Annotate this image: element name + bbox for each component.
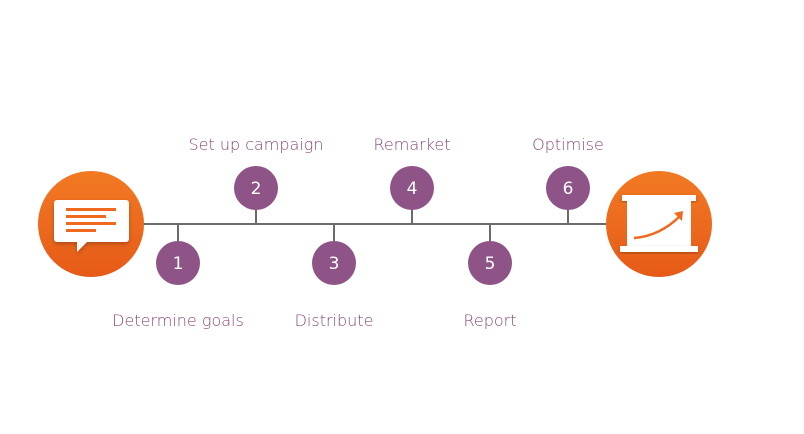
step-number: 2 bbox=[251, 179, 262, 199]
step-circle bbox=[156, 241, 200, 285]
step-number: 6 bbox=[563, 179, 574, 199]
presentation-growth-chart-icon bbox=[620, 195, 698, 252]
step-label: Remarket bbox=[373, 135, 450, 154]
step-circle bbox=[312, 241, 356, 285]
step-circle bbox=[468, 241, 512, 285]
timeline-step-4: 4 Remarket bbox=[373, 135, 451, 224]
step-circle bbox=[546, 166, 590, 210]
chat-message-icon bbox=[54, 200, 129, 252]
step-number: 1 bbox=[173, 254, 184, 274]
step-circle bbox=[234, 166, 278, 210]
timeline-step-2: 2 Set up campaign bbox=[188, 135, 324, 224]
step-number: 3 bbox=[329, 254, 340, 274]
step-number: 4 bbox=[407, 179, 418, 199]
end-endpoint bbox=[606, 171, 712, 277]
timeline-step-6: 6 Optimise bbox=[532, 135, 604, 224]
step-label: Optimise bbox=[532, 135, 604, 154]
step-label: Determine goals bbox=[112, 311, 244, 330]
step-label: Set up campaign bbox=[188, 135, 323, 154]
step-circle bbox=[390, 166, 434, 210]
step-label: Report bbox=[463, 311, 516, 330]
step-label: Distribute bbox=[295, 311, 374, 330]
start-endpoint bbox=[38, 171, 144, 277]
step-number: 5 bbox=[485, 254, 496, 274]
